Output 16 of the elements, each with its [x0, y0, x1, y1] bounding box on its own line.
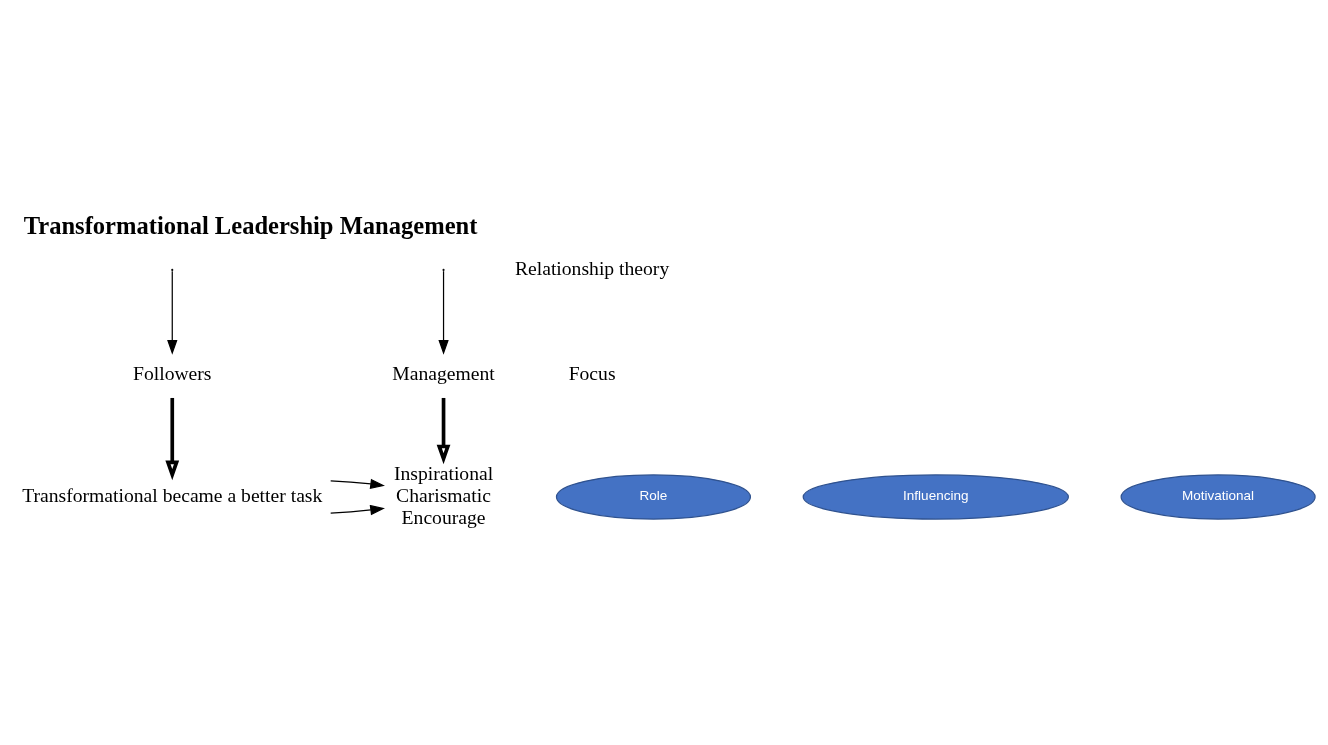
arrow	[164, 397, 179, 480]
arrow	[329, 504, 385, 515]
arrow	[329, 478, 385, 489]
node-ellipse: Role	[555, 473, 751, 520]
node-text: Followers	[132, 361, 212, 384]
node-ellipse: Motivational	[1120, 473, 1316, 520]
node-text: Management	[391, 361, 495, 384]
node-text: Transformational became a better task	[21, 483, 322, 506]
diagram-title: Transformational Leadership Management	[23, 211, 477, 239]
label: Focus	[568, 361, 616, 384]
node-ellipse: Influencing	[802, 473, 1069, 520]
arrow	[436, 397, 450, 464]
node-text: Inspirational Charismatic Encourage	[393, 461, 493, 528]
arrow	[166, 270, 177, 355]
label: Relationship theory	[514, 256, 669, 279]
arrow	[437, 270, 449, 355]
